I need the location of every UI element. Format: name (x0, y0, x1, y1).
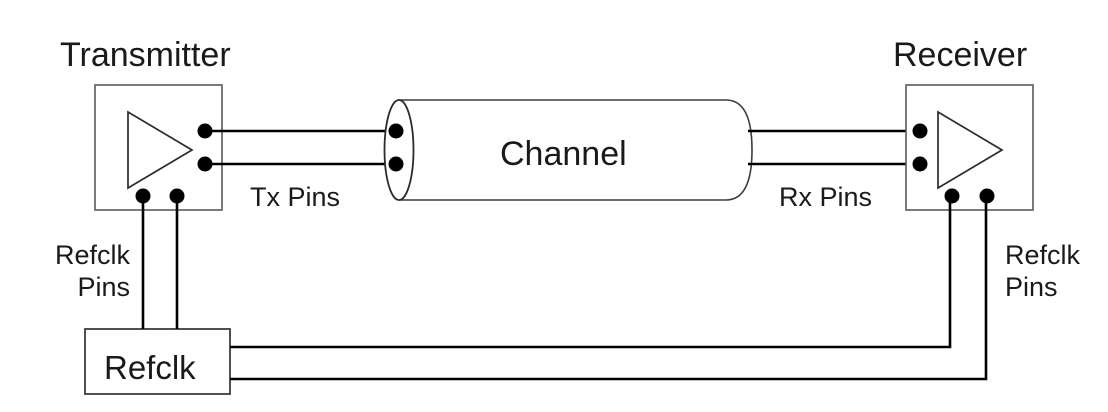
channel-left-opening (383, 99, 415, 201)
rx-refclk-pin-dot-left (944, 188, 960, 204)
transmitter-amplifier-icon (127, 110, 194, 190)
channel-pin-dot-upper (388, 123, 404, 139)
rx-pin-dot-lower (912, 156, 928, 172)
refclk-pins-right-label-line2: Pins (1005, 272, 1058, 302)
refclk-pins-right-label-line1: Refclk (1005, 240, 1081, 270)
refclk-box (84, 328, 231, 395)
receiver-amplifier-icon (937, 110, 1004, 190)
transmitter-block (94, 84, 223, 211)
rx-pin-dot-upper (912, 123, 928, 139)
tx-pins-label: Tx Pins (250, 182, 340, 212)
refclk-wire-rx-inner (230, 196, 952, 349)
refclk-box-label: Refclk (104, 349, 196, 386)
refclk-wire-rx-outer (230, 196, 988, 381)
rx-pins-label: Rx Pins (779, 182, 872, 212)
receiver-block (905, 84, 1034, 211)
channel-cylinder-body (399, 99, 753, 201)
channel-pin-dot-lower (388, 156, 404, 172)
refclk-pins-left-label-line2: Pins (77, 272, 130, 302)
channel-label: Channel (500, 135, 627, 173)
transmitter-title: Transmitter (60, 36, 231, 74)
receiver-title: Receiver (893, 36, 1027, 74)
refclk-pins-left-label-line1: Refclk (55, 240, 131, 270)
